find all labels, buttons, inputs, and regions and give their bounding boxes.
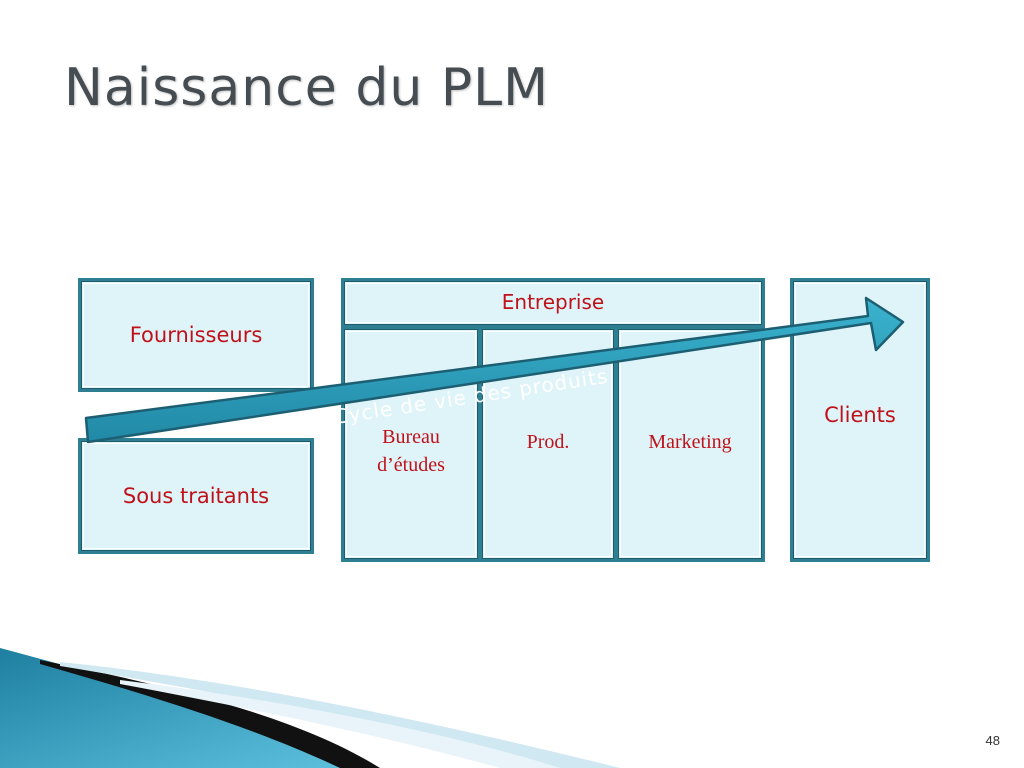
- fournisseurs-box: Fournisseurs: [78, 278, 314, 392]
- bureau-label-line2: d’études: [377, 454, 445, 476]
- decorative-swoosh: [0, 648, 620, 768]
- clients-label: Clients: [824, 403, 896, 427]
- sous-traitants-label: Sous traitants: [122, 484, 270, 508]
- slide-title: Naissance du PLM: [64, 58, 550, 118]
- entreprise-label: Entreprise: [501, 290, 605, 314]
- page-number: 48: [985, 733, 1000, 748]
- prod-label: Prod.: [526, 430, 570, 453]
- sous-traitants-box: Sous traitants: [78, 438, 314, 554]
- bureau-etudes-box: Bureau d’études: [341, 326, 481, 562]
- marketing-label: Marketing: [648, 430, 732, 453]
- clients-box: Clients: [790, 278, 930, 562]
- entreprise-header-box: Entreprise: [341, 278, 765, 328]
- marketing-box: Marketing: [615, 326, 765, 562]
- prod-box: Prod.: [479, 326, 617, 562]
- fournisseurs-label: Fournisseurs: [129, 323, 263, 347]
- bureau-label-line1: Bureau: [382, 426, 440, 448]
